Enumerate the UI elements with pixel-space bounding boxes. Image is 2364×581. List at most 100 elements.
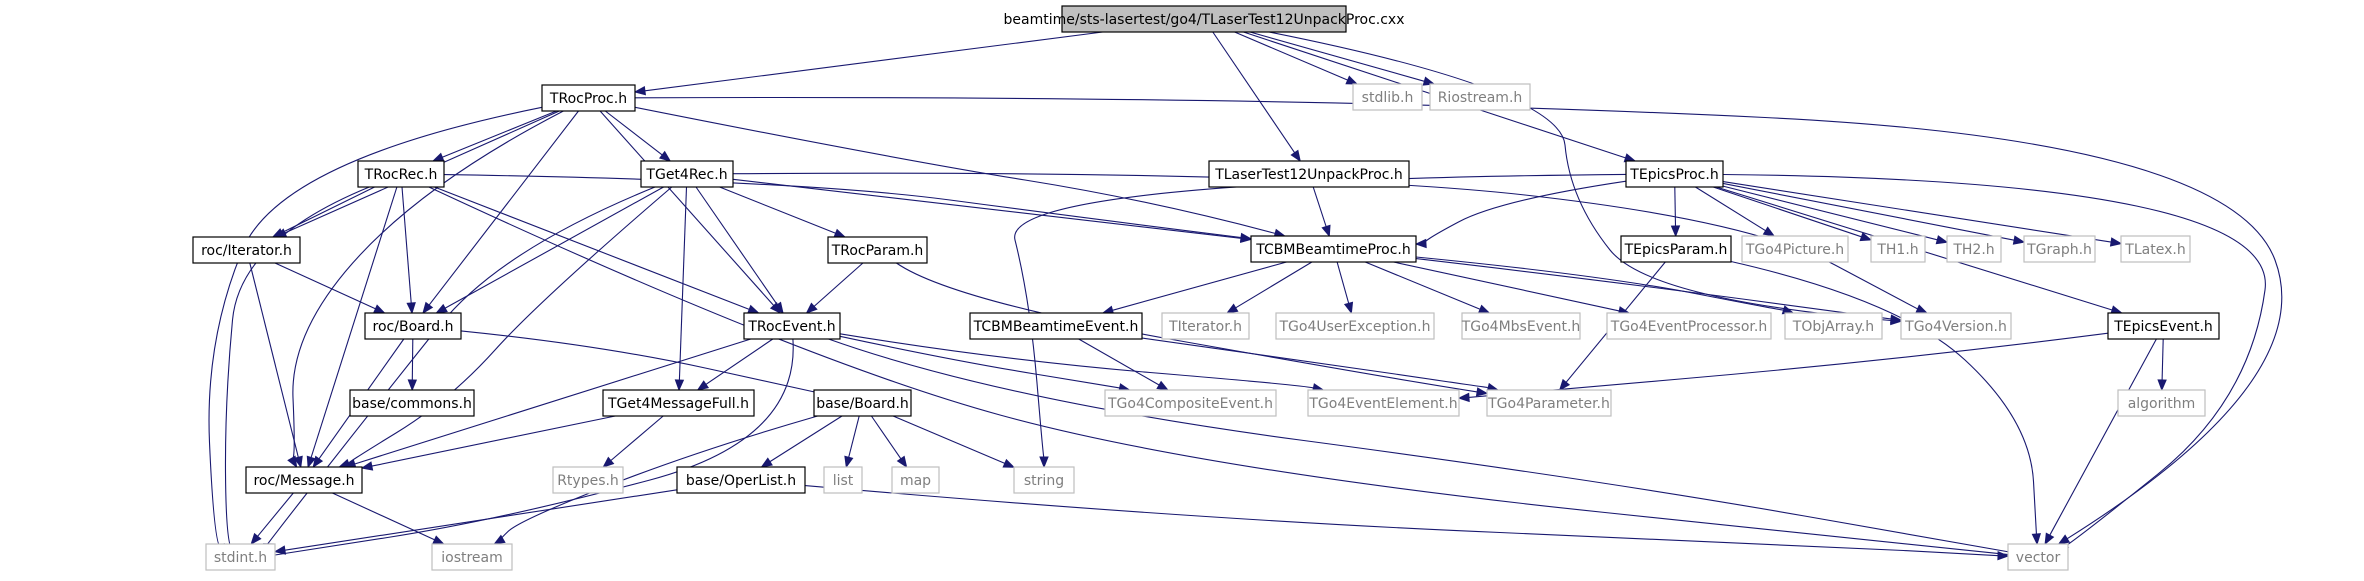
edge-TEpicsProc-to-TGo4Picture xyxy=(1695,186,1776,237)
edge-TRocProc-to-TGet4Rec xyxy=(604,110,672,162)
node-TGo4Parameter: TGo4Parameter.h xyxy=(1486,389,1612,417)
edge-line xyxy=(444,186,664,309)
edge-TEpicsEvent-to-vector xyxy=(2044,338,2157,546)
node-label: Rtypes.h xyxy=(557,473,619,489)
node-TRocEvent[interactable]: TRocEvent.h xyxy=(743,312,841,340)
edge-arrowhead xyxy=(1997,550,2010,561)
node-TEpicsParam[interactable]: TEpicsParam.h xyxy=(1620,235,1732,263)
node-label: TRocEvent.h xyxy=(747,319,835,335)
edge-baseOperList-to-vector xyxy=(804,485,2010,561)
node-baseBoard[interactable]: base/Board.h xyxy=(813,389,912,417)
edge-arrowhead xyxy=(2109,237,2123,247)
edge-line xyxy=(732,178,1242,239)
node-box xyxy=(1208,160,1410,188)
node-TGo4Picture: TGo4Picture.h xyxy=(1741,235,1849,263)
node-rocBoard[interactable]: roc/Board.h xyxy=(364,312,462,340)
node-box xyxy=(823,466,863,494)
edge-line xyxy=(1415,256,1785,311)
node-TIterator: TIterator.h xyxy=(1161,312,1250,340)
edge-line xyxy=(828,338,2018,555)
node-TEpicsProc[interactable]: TEpicsProc.h xyxy=(1625,160,1724,188)
edge-baseBoard-to-string xyxy=(892,415,1016,468)
edge-line xyxy=(1269,31,1892,322)
edge-line xyxy=(443,174,1242,239)
node-TLaserTest12UnpackProc[interactable]: TLaserTest12UnpackProc.h xyxy=(1208,160,1410,188)
edge-line xyxy=(1234,31,1348,81)
node-box xyxy=(1741,235,1849,263)
edge-line xyxy=(644,31,1103,92)
node-TH2: TH2.h xyxy=(1946,235,2002,263)
node-string: string xyxy=(1013,466,1075,494)
node-baseOperList[interactable]: base/OperList.h xyxy=(676,466,806,494)
node-TEpicsEvent[interactable]: TEpicsEvent.h xyxy=(2107,312,2220,340)
node-TCBMBeamtimeEvent[interactable]: TCBMBeamtimeEvent.h xyxy=(969,312,1143,340)
node-stdlib: stdlib.h xyxy=(1352,83,1423,111)
edge-arrowhead xyxy=(658,150,672,162)
node-stdint: stdint.h xyxy=(205,543,276,571)
node-TGo4MbsEvent: TGo4MbsEvent.h xyxy=(1461,312,1581,340)
edge-line xyxy=(460,330,824,395)
edge-line xyxy=(1730,260,2038,536)
edge-arrowhead xyxy=(747,304,760,314)
edge-TRocParam-to-TGo4Parameter xyxy=(896,262,1489,397)
edge-rocMessage-to-stdint xyxy=(250,492,294,546)
node-box xyxy=(357,160,445,188)
edge-line xyxy=(1722,182,2015,241)
edge-line xyxy=(434,186,750,310)
edge-baseBoard-to-list xyxy=(844,415,860,469)
edge-TGet4MessageFull-to-rocMessage xyxy=(360,415,616,471)
node-box xyxy=(2023,235,2096,263)
edge-TRocEvent-to-TGo4CompositeEvent xyxy=(839,335,1131,393)
edge-arrowhead xyxy=(431,152,445,162)
edge-line xyxy=(371,415,616,467)
node-box xyxy=(1275,312,1435,340)
edge-line xyxy=(428,186,2019,557)
edge-arrowhead xyxy=(293,455,303,469)
edge-line xyxy=(1078,338,1160,386)
node-rocIterator[interactable]: roc/Iterator.h xyxy=(192,236,301,264)
node-box xyxy=(364,312,462,340)
node-label: TObjArray.h xyxy=(1792,319,1874,335)
node-TGo4Version: TGo4Version.h xyxy=(1900,312,2012,340)
node-TGet4MessageFull[interactable]: TGet4MessageFull.h xyxy=(602,389,755,417)
edge-arrowhead xyxy=(250,532,262,546)
node-basecommons[interactable]: base/commons.h xyxy=(349,389,475,417)
node-label: TH2.h xyxy=(1952,242,1994,258)
edge-arrowhead xyxy=(2057,534,2071,545)
node-box xyxy=(2117,389,2206,417)
node-box xyxy=(1870,235,1926,263)
edge-line xyxy=(1336,261,1350,304)
edge-line xyxy=(2161,338,2164,381)
edge-line xyxy=(1235,261,1313,309)
edge-TRocRec-to-rocMessage xyxy=(306,186,398,469)
node-TRocProc[interactable]: TRocProc.h xyxy=(541,84,636,112)
node-box xyxy=(676,466,806,494)
node-label: TCBMBeamtimeEvent.h xyxy=(973,319,1139,335)
edge-line xyxy=(2049,338,2157,536)
edge-TEpicsProc-to-vector xyxy=(1722,173,2266,556)
node-Rtypes: Rtypes.h xyxy=(552,466,624,494)
edge-arrowhead xyxy=(1475,387,1489,397)
node-Riostream: Riostream.h xyxy=(1429,83,1531,111)
edge-line xyxy=(354,338,751,465)
node-label: iostream xyxy=(441,550,503,566)
edge-TGet4Rec-to-rocBoard xyxy=(435,186,664,314)
node-rocMessage[interactable]: roc/Message.h xyxy=(245,466,363,494)
node-TGet4Rec[interactable]: TGet4Rec.h xyxy=(640,160,734,188)
edge-arrowhead xyxy=(1457,392,1470,403)
edge-TGet4Rec-to-TCBMBeamtimeProc xyxy=(732,178,1253,243)
node-vector: vector xyxy=(2007,543,2069,571)
edge-line xyxy=(1423,180,1627,245)
node-box xyxy=(2120,235,2191,263)
edge-TCBMBeamtimeProc-to-TGo4UserException xyxy=(1336,261,1354,315)
edge-arrowhead xyxy=(1935,235,1949,245)
edge-line xyxy=(1722,181,2112,243)
edge-arrowhead xyxy=(273,545,287,555)
node-TRocRec[interactable]: TRocRec.h xyxy=(357,160,445,188)
node-TCBMBeamtimeProc[interactable]: TCBMBeamtimeProc.h xyxy=(1250,235,1417,263)
edge-arrowhead xyxy=(1762,226,1776,237)
edge-arrowhead xyxy=(602,456,615,468)
node-TObjArray: TObjArray.h xyxy=(1784,312,1883,340)
node-TRocParam[interactable]: TRocParam.h xyxy=(827,236,928,264)
